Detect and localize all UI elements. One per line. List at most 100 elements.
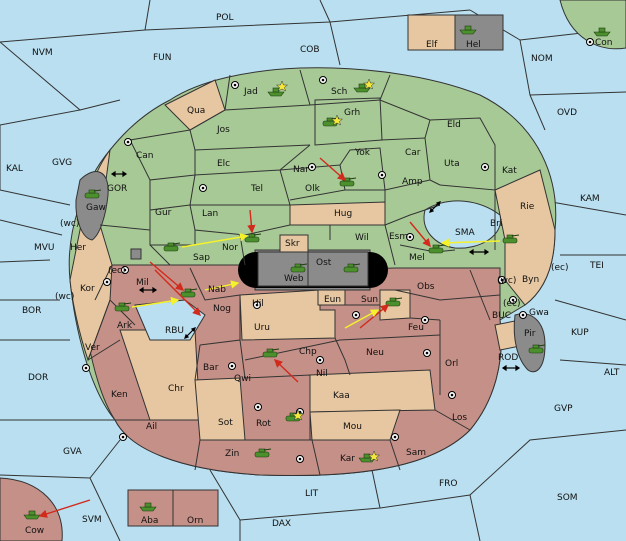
territory-label: Eun xyxy=(324,295,341,305)
sea-label: Mil xyxy=(136,278,149,288)
sea-label: DAX xyxy=(272,519,291,529)
sea-label: COB xyxy=(300,45,320,55)
territory-label: Byn xyxy=(522,275,539,285)
supply-center-icon xyxy=(82,364,90,372)
territory-label: Sot xyxy=(218,418,233,428)
territory-label: Can xyxy=(136,151,154,161)
sea-label: BUC xyxy=(492,311,511,321)
supply-center-icon xyxy=(124,138,132,146)
supply-center-icon xyxy=(481,163,489,171)
territory-label: Ail xyxy=(146,422,157,432)
supply-center-icon xyxy=(509,296,517,304)
territory-label: Hil xyxy=(252,299,264,309)
territory-label: Zin xyxy=(225,449,239,459)
sea-label: TEI xyxy=(589,261,604,271)
territory-label: Nar xyxy=(293,165,309,175)
supply-centers xyxy=(82,38,594,463)
sea-label: GVG xyxy=(52,158,72,168)
territory-label: Her xyxy=(70,243,86,253)
territory-label: Aba xyxy=(141,516,158,526)
supply-center-icon xyxy=(378,171,386,179)
supply-center-icon xyxy=(254,403,262,411)
territory-label: Ark xyxy=(117,321,133,331)
convoy-arrows xyxy=(110,170,521,372)
sea-label: MVU xyxy=(34,243,55,253)
hold-stars xyxy=(275,78,381,462)
supply-center-icon xyxy=(498,276,506,284)
coast-label: (ec) xyxy=(551,263,569,273)
territory-label: Nab xyxy=(208,285,226,295)
territory-label: Kaa xyxy=(333,391,350,401)
territory-label: Feu xyxy=(408,323,424,333)
territory-label: Web xyxy=(284,274,304,284)
sea-sma xyxy=(423,200,502,249)
supply-center-icon xyxy=(119,433,127,441)
supply-center-icon xyxy=(421,316,429,324)
star-icon xyxy=(362,78,376,90)
territory-label: Ken xyxy=(111,390,128,400)
territory-label: Nog xyxy=(213,304,231,314)
supply-center-icon xyxy=(103,278,111,286)
territory-label: Esm xyxy=(389,232,408,242)
territory-label: Chp xyxy=(299,347,317,357)
coast-label: (ec) xyxy=(108,266,126,276)
territory-label: Amp xyxy=(402,177,423,187)
territory-label: Gaw xyxy=(86,203,106,213)
sea-labels: POL FUN COB NVM NOM OVD KAL GVG GOR MVU … xyxy=(6,13,620,529)
territory-label: Eld xyxy=(447,120,461,130)
territory-label: Con xyxy=(595,38,613,48)
sea-label: ALT xyxy=(604,368,620,378)
double-arrow-icon xyxy=(138,286,158,294)
territory-orn xyxy=(172,489,219,527)
territory-label: Olk xyxy=(305,184,321,194)
double-arrow-icon xyxy=(184,327,196,339)
sea-label: GOR xyxy=(107,184,127,194)
coast-label: (ec) xyxy=(503,299,521,309)
supply-center-icon xyxy=(308,163,316,171)
territory-label: Yok xyxy=(354,148,371,158)
supply-center-icon xyxy=(296,455,304,463)
star-icon xyxy=(367,450,381,462)
territory-label: Elc xyxy=(217,159,230,169)
supply-center-icon xyxy=(319,76,327,84)
region-pir xyxy=(513,313,546,373)
sea-label: SMA xyxy=(455,228,475,238)
territory-label: Sun xyxy=(361,295,378,305)
territory-label: Nor xyxy=(222,243,238,253)
territory-label: Grh xyxy=(344,108,360,118)
territory-label: Mel xyxy=(409,253,425,263)
sea-label: RBU xyxy=(165,326,184,336)
territory-label: Ost xyxy=(316,258,332,268)
sea-label: GVA xyxy=(63,447,83,457)
supply-center-icon xyxy=(316,356,324,364)
territory-label: Qwi xyxy=(234,374,251,384)
supply-center-icon xyxy=(253,301,261,309)
sea-label: KAM xyxy=(580,194,600,204)
supply-center-icon xyxy=(199,184,207,192)
units xyxy=(23,25,611,520)
sea-label: GVP xyxy=(554,404,573,414)
territory-label: Los xyxy=(452,413,467,423)
territory-label: Orn xyxy=(187,516,203,526)
coast-label: (wc) xyxy=(60,219,79,229)
territory-label: Rie xyxy=(520,202,535,212)
territory-label: Kat xyxy=(502,166,517,176)
order-arrows xyxy=(38,157,501,518)
territory-label: Kar xyxy=(340,454,355,464)
sea-label: LIT xyxy=(305,489,319,499)
double-arrow-icon xyxy=(468,248,490,256)
territory-label: Bri xyxy=(490,219,502,229)
territory-label: Nil xyxy=(316,369,328,379)
supply-center-icon xyxy=(391,433,399,441)
territory-label: Wil xyxy=(355,233,369,243)
sea-gor xyxy=(75,171,109,241)
territory-label: Hug xyxy=(334,209,352,219)
territory-label: Jad xyxy=(243,87,258,97)
supply-center-icon xyxy=(231,81,239,89)
supply-center-icon xyxy=(586,38,594,46)
territory-label: Sap xyxy=(193,253,210,263)
star-icon xyxy=(291,409,305,421)
territory-label: Gur xyxy=(155,208,172,218)
